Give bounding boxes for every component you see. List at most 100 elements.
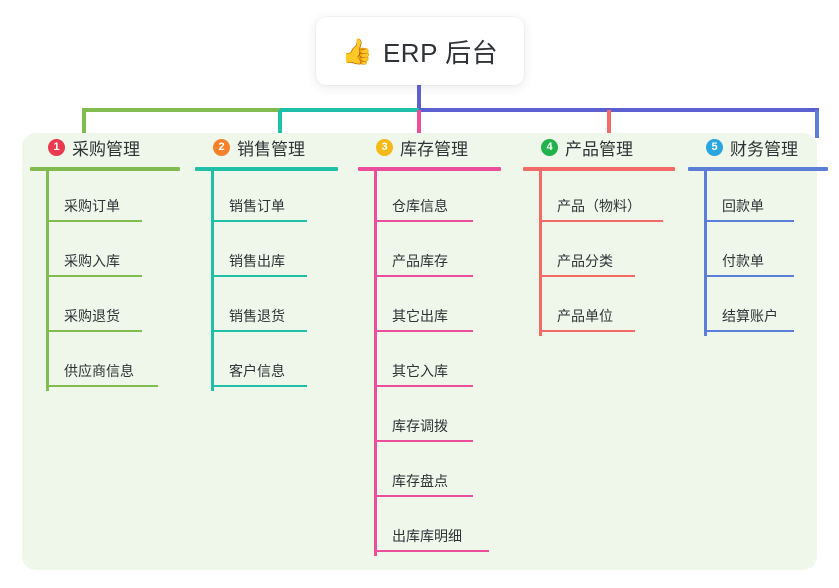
leaf-item[interactable]: 产品库存 <box>358 226 501 281</box>
leaf-underline <box>704 275 794 277</box>
leaf-underline <box>46 385 158 387</box>
leaf-label: 库存调拨 <box>392 418 448 434</box>
leaf-underline <box>46 330 142 332</box>
leaf-underline <box>374 330 473 332</box>
branch-underline <box>358 167 501 171</box>
leaf-item[interactable]: 采购入库 <box>30 226 180 281</box>
branch-spine <box>211 171 214 391</box>
leaf-label: 产品库存 <box>392 253 448 269</box>
branch-header-5[interactable]: 5 财务管理 <box>688 133 828 161</box>
branch-spine <box>374 171 377 556</box>
leaf-label: 仓库信息 <box>392 198 448 214</box>
leaf-label: 其它入库 <box>392 363 448 379</box>
leaf-underline <box>374 440 473 442</box>
leaf-item[interactable]: 销售出库 <box>195 226 338 281</box>
branch-drop-4 <box>607 110 611 138</box>
leaf-item[interactable]: 其它出库 <box>358 281 501 336</box>
leaf-underline <box>211 220 307 222</box>
leaf-label: 销售订单 <box>229 198 285 214</box>
leaf-underline <box>374 385 473 387</box>
leaf-underline <box>211 275 307 277</box>
leaf-item[interactable]: 销售订单 <box>195 171 338 226</box>
leaf-underline <box>539 330 635 332</box>
thumbs-up-icon: 👍 <box>341 37 373 66</box>
leaf-underline <box>374 275 473 277</box>
leaf-item[interactable]: 库存调拨 <box>358 391 501 446</box>
leaf-underline <box>374 550 489 552</box>
leaf-underline <box>539 220 663 222</box>
leaf-label: 出库库明细 <box>392 528 462 544</box>
leaf-item[interactable]: 采购退货 <box>30 281 180 336</box>
leaf-label: 供应商信息 <box>64 363 134 379</box>
branch-underline <box>30 167 180 171</box>
branch-header-3[interactable]: 3 库存管理 <box>358 133 501 161</box>
branch-spine <box>539 171 542 336</box>
leaf-item[interactable]: 供应商信息 <box>30 336 180 391</box>
leaf-underline <box>46 220 142 222</box>
leaf-item[interactable]: 产品（物料） <box>523 171 675 226</box>
leaf-item[interactable]: 采购订单 <box>30 171 180 226</box>
branch-spine <box>46 171 49 391</box>
leaf-item[interactable]: 仓库信息 <box>358 171 501 226</box>
leaf-underline <box>539 275 635 277</box>
bus-segment-2 <box>280 108 419 112</box>
branch-header-2[interactable]: 2 销售管理 <box>195 133 338 161</box>
branch-column-4: 4 产品管理产品（物料） 产品分类产品单位 <box>523 133 675 336</box>
branch-title: 库存管理 <box>400 139 468 159</box>
leaf-item[interactable]: 产品分类 <box>523 226 675 281</box>
branch-column-5: 5 财务管理回款单付款单结算账户 <box>688 133 828 336</box>
leaf-label: 采购入库 <box>64 253 120 269</box>
leaf-label: 销售出库 <box>229 253 285 269</box>
leaf-underline <box>374 220 473 222</box>
leaf-label: 采购退货 <box>64 308 120 324</box>
branch-number-badge: 5 <box>706 138 723 156</box>
leaf-label: 其它出库 <box>392 308 448 324</box>
branch-underline <box>688 167 828 171</box>
branch-drop-5 <box>815 110 819 138</box>
branch-number-badge: 3 <box>376 138 393 156</box>
bus-segment-1 <box>82 108 280 112</box>
branch-title: 销售管理 <box>237 139 305 159</box>
root-title: ERP 后台 <box>382 37 499 68</box>
branch-drop-1 <box>82 110 86 138</box>
branch-underline <box>523 167 675 171</box>
leaf-item[interactable]: 客户信息 <box>195 336 338 391</box>
leaf-item[interactable]: 出库库明细 <box>358 501 501 556</box>
leaf-label: 采购订单 <box>64 198 120 214</box>
branch-column-3: 3 库存管理仓库信息产品库存其它出库其它入库库存调拨库存盘点出库库明细 <box>358 133 501 556</box>
leaf-item[interactable]: 库存盘点 <box>358 446 501 501</box>
root-stem-connector <box>417 85 421 110</box>
bus-segment-3 <box>419 108 819 112</box>
branch-header-4[interactable]: 4 产品管理 <box>523 133 675 161</box>
branch-spine <box>704 171 707 336</box>
leaf-underline <box>211 385 307 387</box>
leaf-label: 付款单 <box>722 253 764 269</box>
leaf-item[interactable]: 付款单 <box>688 226 828 281</box>
leaf-item[interactable]: 回款单 <box>688 171 828 226</box>
leaf-label: 库存盘点 <box>392 473 448 489</box>
leaf-item[interactable]: 产品单位 <box>523 281 675 336</box>
root-node[interactable]: 👍 ERP 后台 <box>316 17 524 85</box>
branch-drop-2 <box>278 110 282 138</box>
leaf-label: 客户信息 <box>229 363 285 379</box>
leaf-label: 产品（物料） <box>557 198 641 214</box>
leaf-label: 产品分类 <box>557 253 613 269</box>
branch-number-badge: 2 <box>213 138 230 156</box>
branch-title: 产品管理 <box>565 139 633 159</box>
leaf-item[interactable]: 销售退货 <box>195 281 338 336</box>
branch-drop-3 <box>417 110 421 138</box>
leaf-underline <box>211 330 307 332</box>
leaf-item[interactable]: 结算账户 <box>688 281 828 336</box>
leaf-label: 结算账户 <box>722 308 778 324</box>
leaf-label: 回款单 <box>722 198 764 214</box>
branch-underline <box>195 167 338 171</box>
branch-number-badge: 4 <box>541 138 558 156</box>
branch-title: 财务管理 <box>730 139 798 159</box>
branch-column-2: 2 销售管理销售订单销售出库销售退货客户信息 <box>195 133 338 391</box>
leaf-item[interactable]: 其它入库 <box>358 336 501 391</box>
leaf-underline <box>374 495 473 497</box>
leaf-underline <box>46 275 142 277</box>
